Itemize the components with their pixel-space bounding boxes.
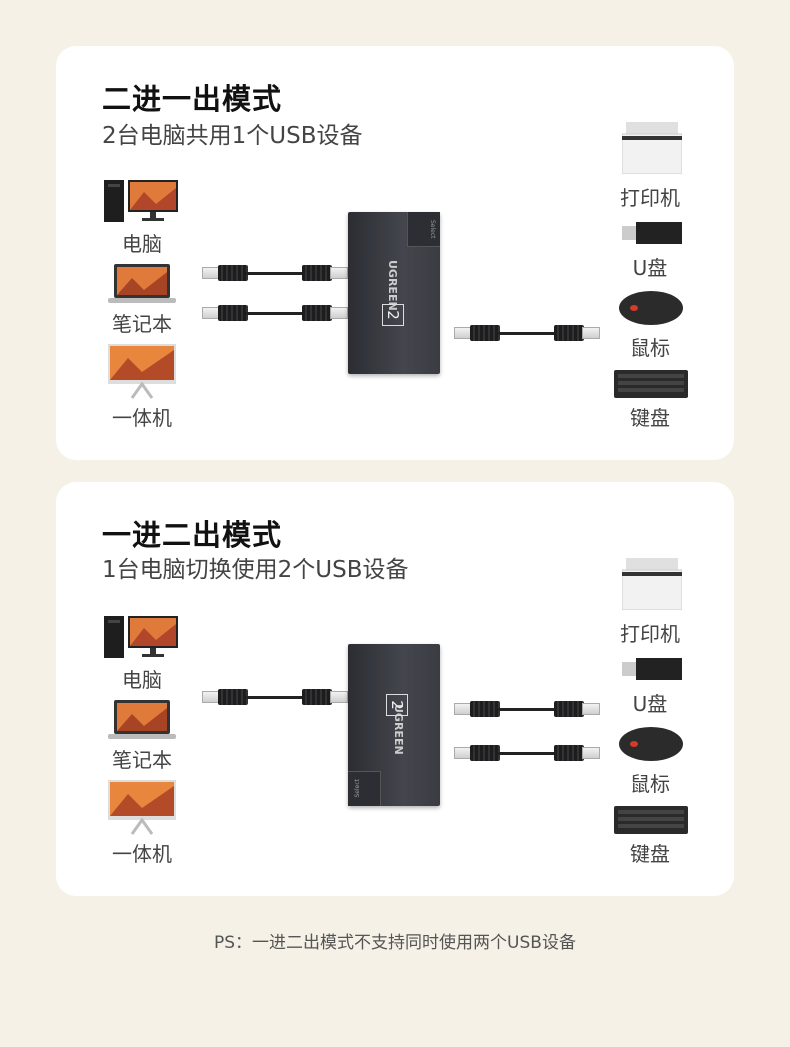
right-device-label: U盘 bbox=[632, 692, 668, 716]
laptop-icon bbox=[108, 700, 176, 739]
right-device-label: 鼠标 bbox=[630, 336, 670, 360]
usb-switch-device: Select UGREEN 2 bbox=[348, 644, 440, 806]
right-device-label: U盘 bbox=[632, 256, 668, 280]
left-device-label: 笔记本 bbox=[112, 748, 172, 772]
right-device-label: 键盘 bbox=[630, 406, 670, 430]
keyboard-icon bbox=[614, 806, 688, 834]
section-subtitle: 2台电脑共用1个USB设备 bbox=[102, 123, 363, 149]
right-device-label: 打印机 bbox=[620, 186, 680, 210]
right-device-label: 鼠标 bbox=[630, 772, 670, 796]
brand-label: UGREEN bbox=[392, 704, 405, 755]
desktop-computer-icon bbox=[104, 180, 178, 222]
section-subtitle: 1台电脑切换使用2个USB设备 bbox=[102, 557, 409, 583]
switch-number-badge: 2 bbox=[386, 694, 408, 716]
select-button-label: Select bbox=[429, 220, 436, 239]
desktop-computer-icon bbox=[104, 616, 178, 658]
right-device-label: 打印机 bbox=[620, 622, 680, 646]
printer-icon bbox=[622, 122, 682, 174]
left-device-label: 笔记本 bbox=[112, 312, 172, 336]
all-in-one-pc-icon bbox=[108, 780, 176, 835]
all-in-one-pc-icon bbox=[108, 344, 176, 399]
laptop-icon bbox=[108, 264, 176, 303]
mouse-icon bbox=[619, 291, 683, 325]
usb-switch-device: Select UGREEN 2 bbox=[348, 212, 440, 374]
left-device-label: 电脑 bbox=[122, 232, 162, 256]
mode-card-two-in-one-out: 二进一出模式 2台电脑共用1个USB设备 电脑 笔记本 一体机 Select U… bbox=[56, 46, 734, 460]
mode-card-one-in-two-out: 一进二出模式 1台电脑切换使用2个USB设备 电脑 笔记本 一体机 Select… bbox=[56, 482, 734, 896]
section-title: 一进二出模式 bbox=[102, 518, 283, 552]
section-title: 二进一出模式 bbox=[102, 82, 283, 116]
right-device-label: 键盘 bbox=[630, 842, 670, 866]
printer-icon bbox=[622, 558, 682, 610]
left-device-label: 电脑 bbox=[122, 668, 162, 692]
usb-drive-icon bbox=[622, 222, 682, 244]
keyboard-icon bbox=[614, 370, 688, 398]
usb-drive-icon bbox=[622, 658, 682, 680]
switch-number-badge: 2 bbox=[382, 304, 404, 326]
left-device-label: 一体机 bbox=[112, 406, 172, 430]
footnote: PS：一进二出模式不支持同时使用两个USB设备 bbox=[214, 933, 576, 953]
mouse-icon bbox=[619, 727, 683, 761]
brand-label: UGREEN bbox=[386, 260, 399, 311]
select-button-label: Select bbox=[354, 779, 361, 798]
left-device-label: 一体机 bbox=[112, 842, 172, 866]
